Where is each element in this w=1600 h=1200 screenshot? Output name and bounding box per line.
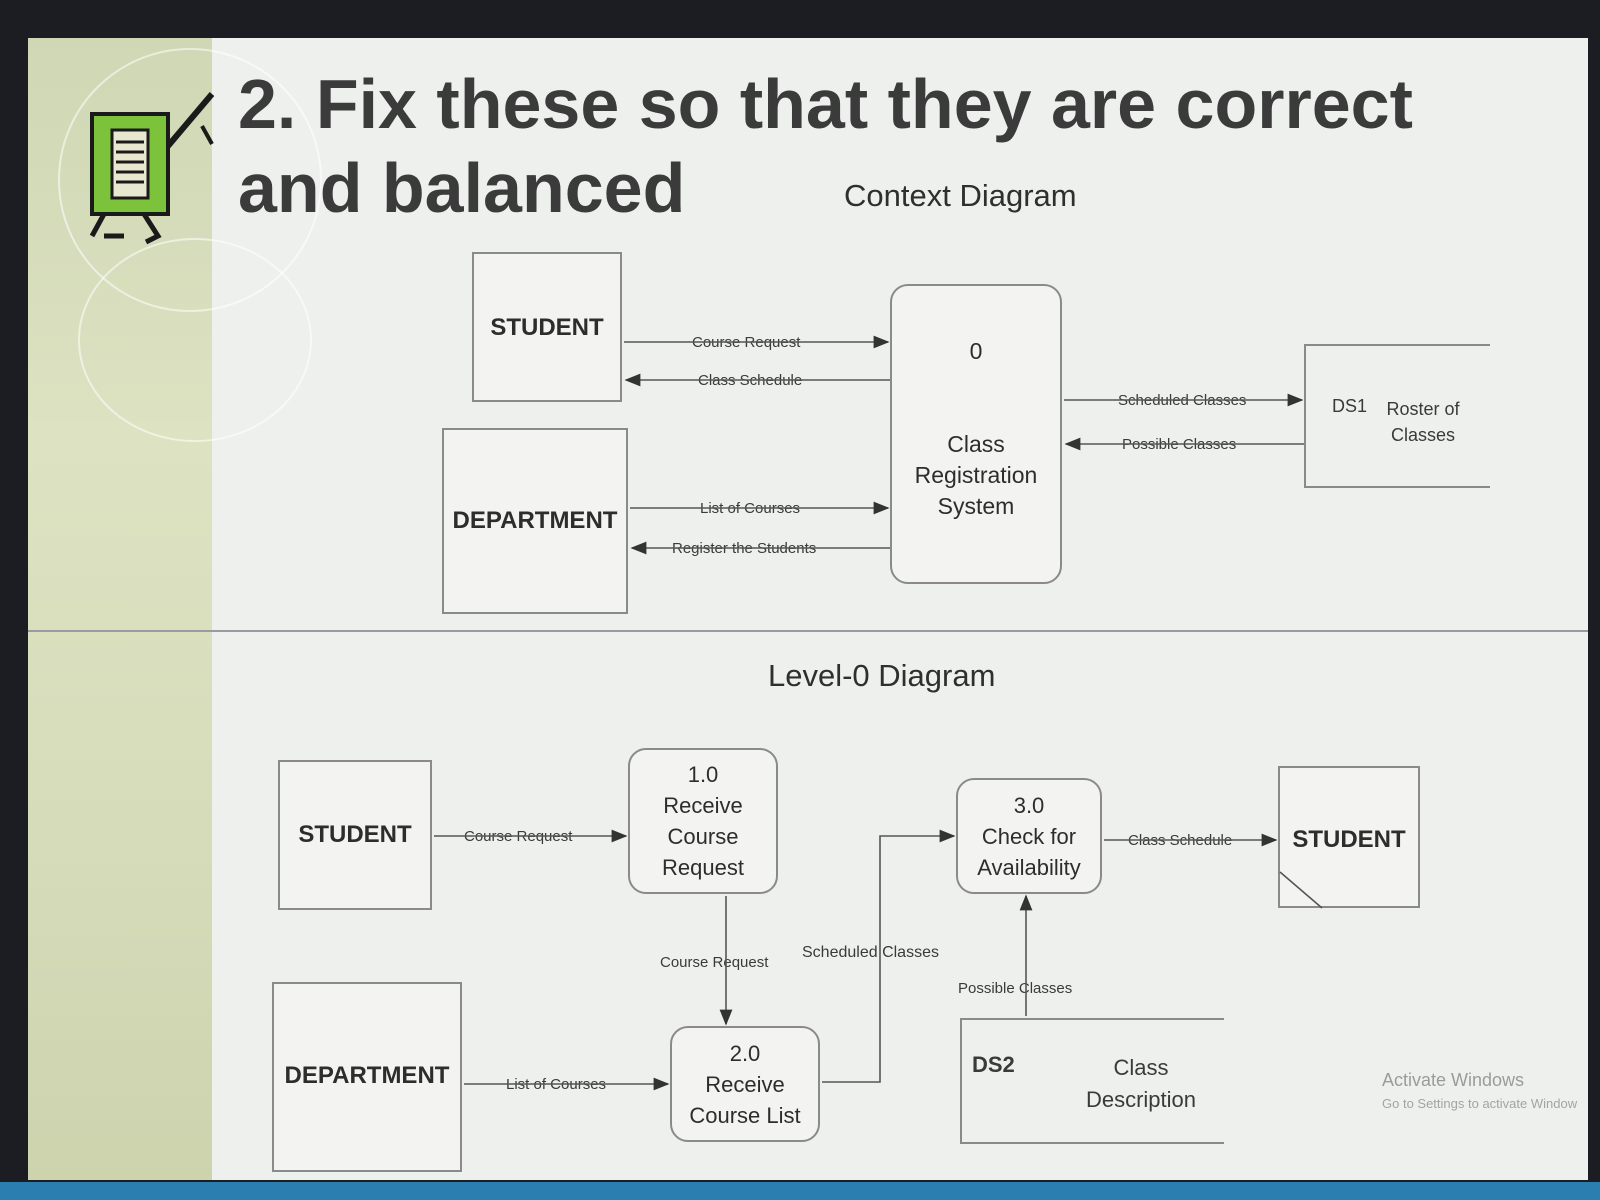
level0-process-2: 2.0 Receive Course List <box>670 1026 820 1142</box>
duplicate-entity-mark <box>1279 871 1323 909</box>
diagram-divider <box>28 630 1588 632</box>
flow-label-course-request-internal: Course Request <box>660 954 769 971</box>
taskbar <box>0 1182 1600 1200</box>
process-number: 0 <box>969 338 983 364</box>
activate-windows-watermark: Activate Windows <box>1382 1070 1525 1090</box>
level0-process-1: 1.0 Receive Course Request <box>628 748 778 894</box>
entity-label: STUDENT <box>298 821 412 848</box>
level0-process-3: 3.0 Check for Availability <box>956 778 1102 894</box>
store-name: Roster of Classes <box>1386 399 1460 445</box>
flow-label-scheduled-classes: Scheduled Classes <box>802 944 939 961</box>
level0-data-store-ds2 <box>960 1018 1224 1144</box>
store-id: DS1 <box>1332 396 1368 416</box>
process-name: Check for Availability <box>977 823 1081 880</box>
entity-label: STUDENT <box>490 314 604 341</box>
entity-label: STUDENT <box>1292 826 1406 853</box>
level0-student-entity-right: STUDENT <box>1278 766 1420 908</box>
context-diagram-title: Context Diagram <box>844 178 1077 213</box>
context-student-entity: STUDENT <box>472 252 622 402</box>
level0-diagram-title: Level-0 Diagram <box>768 658 996 693</box>
level0-department-entity: DEPARTMENT <box>272 982 462 1172</box>
scroll-with-pen-icon <box>89 92 215 245</box>
entity-label: DEPARTMENT <box>284 1062 450 1089</box>
process-number: 3.0 <box>1013 792 1045 818</box>
store-name: Class Description <box>1085 1055 1197 1112</box>
level0-student-entity-left: STUDENT <box>278 760 432 910</box>
process-number: 1.0 <box>687 762 719 787</box>
left-decorative-band <box>28 38 322 1180</box>
slide-title: 2. Fix these so that they are correct an… <box>238 65 1413 227</box>
context-department-entity: DEPARTMENT <box>442 428 628 614</box>
process-name: Receive Course Request <box>662 793 744 880</box>
activate-windows-subtext: Go to Settings to activate Window <box>1382 1096 1578 1111</box>
slide-screen: 2. Fix these so that they are correct an… <box>28 38 1588 1180</box>
flow-connectors <box>434 335 1323 1091</box>
flow-scheduled-classes <box>822 829 956 1083</box>
process-number: 2.0 <box>729 1040 761 1066</box>
process-name: Receive Course List <box>689 1071 801 1128</box>
context-process-0: 0 Class Registration System <box>890 284 1062 584</box>
process-name: Class Registration System <box>914 431 1038 519</box>
flow-label-possible-classes: Possible Classes <box>958 980 1073 997</box>
entity-label: DEPARTMENT <box>452 507 618 534</box>
store-id: DS2 <box>972 1052 1015 1077</box>
swirl-decoration <box>78 238 312 442</box>
context-data-store-ds1 <box>1304 344 1490 488</box>
